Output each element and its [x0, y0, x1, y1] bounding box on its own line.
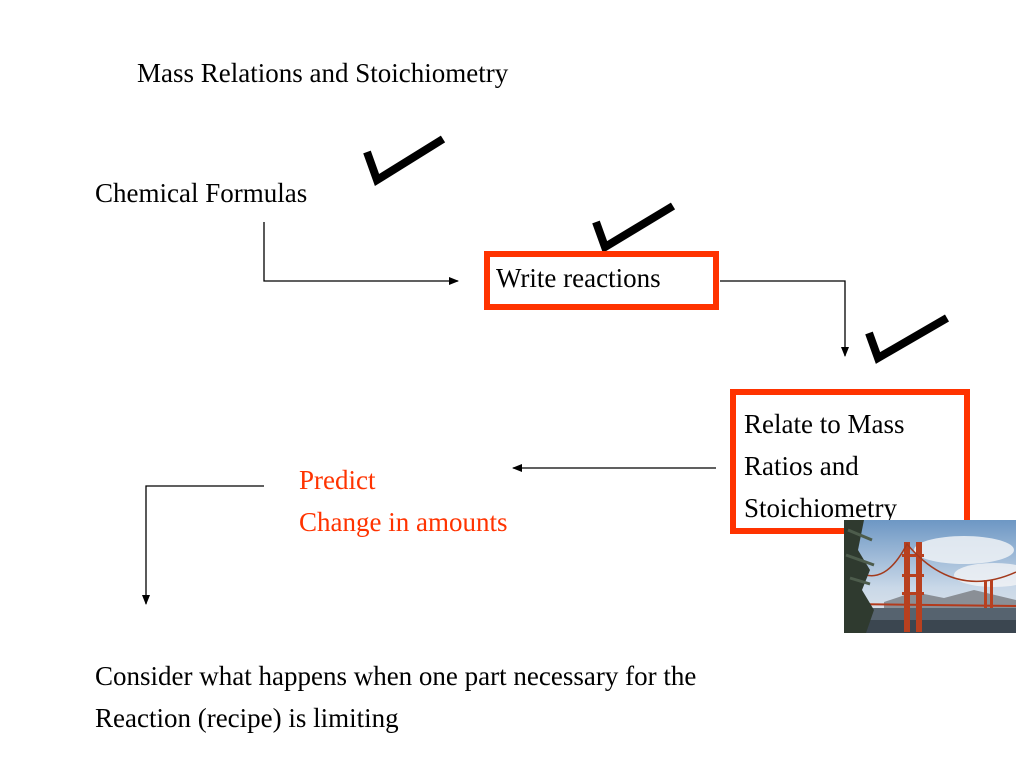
node-relate: Relate to Mass Ratios and Stoichiometry: [744, 403, 904, 529]
write-reactions-box: [484, 251, 719, 310]
arrow-reactions-to-relate: [720, 280, 849, 357]
predict-line-1: Predict: [299, 465, 376, 495]
node-chemical-formulas: Chemical Formulas: [95, 178, 308, 208]
conclusion-text: Consider what happens when one part nece…: [95, 655, 696, 739]
page-title: Mass Relations and Stoichiometry: [137, 58, 509, 88]
checkmark-icon: [592, 202, 676, 253]
relate-line-2: Ratios and: [744, 451, 859, 481]
arrow-formulas-to-reactions: [263, 222, 459, 285]
checkmark-icon: [363, 135, 446, 187]
relate-line-1: Relate to Mass: [744, 409, 905, 439]
node-predict: Predict Change in amounts: [299, 459, 507, 543]
checkmark-icon: [865, 314, 950, 364]
arrow-predict-to-conclusion: [142, 485, 264, 605]
conclusion-line-2: Reaction (recipe) is limiting: [95, 703, 399, 733]
bridge-photo: [844, 520, 1016, 633]
relate-line-3: Stoichiometry: [744, 493, 897, 523]
predict-line-2: Change in amounts: [299, 507, 508, 537]
conclusion-line-1: Consider what happens when one part nece…: [95, 661, 697, 691]
node-write-reactions: Write reactions: [496, 263, 661, 293]
relate-box: [730, 389, 970, 534]
